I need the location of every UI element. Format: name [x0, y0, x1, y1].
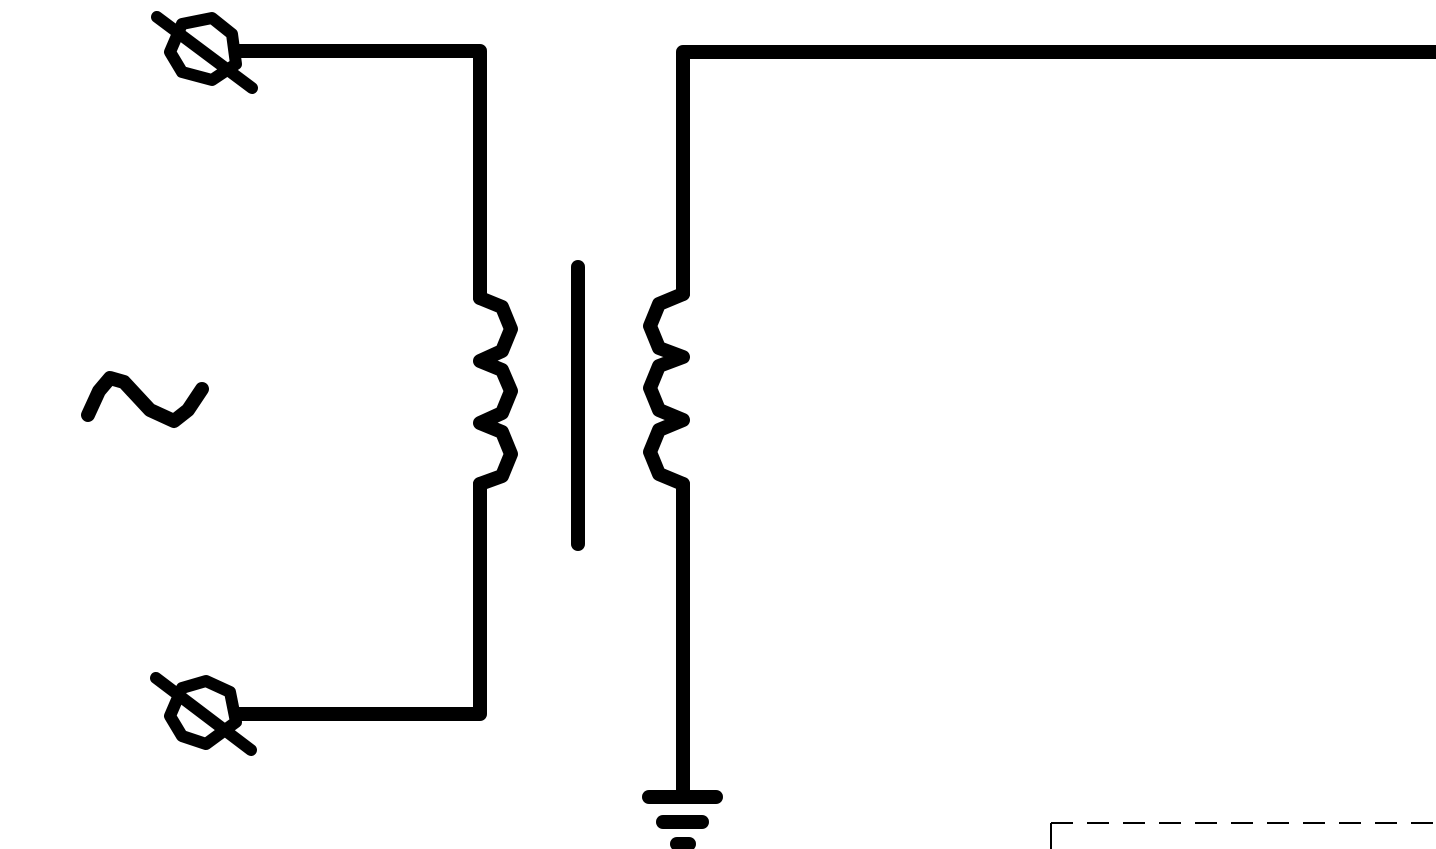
terminal-slash-bottom	[150, 672, 257, 756]
dashed-boundary	[1050, 822, 1436, 849]
input-terminal-bottom[interactable]	[150, 672, 257, 756]
primary-top-wire	[229, 44, 487, 305]
primary-bottom-wire	[229, 477, 487, 721]
ac-source-symbol	[81, 371, 209, 428]
secondary-winding	[643, 287, 690, 491]
output-wire	[676, 45, 1436, 301]
ground-symbol	[642, 790, 723, 849]
terminal-slash-top	[151, 11, 258, 94]
input-terminal-top[interactable]	[151, 11, 258, 94]
primary-winding	[473, 291, 518, 491]
